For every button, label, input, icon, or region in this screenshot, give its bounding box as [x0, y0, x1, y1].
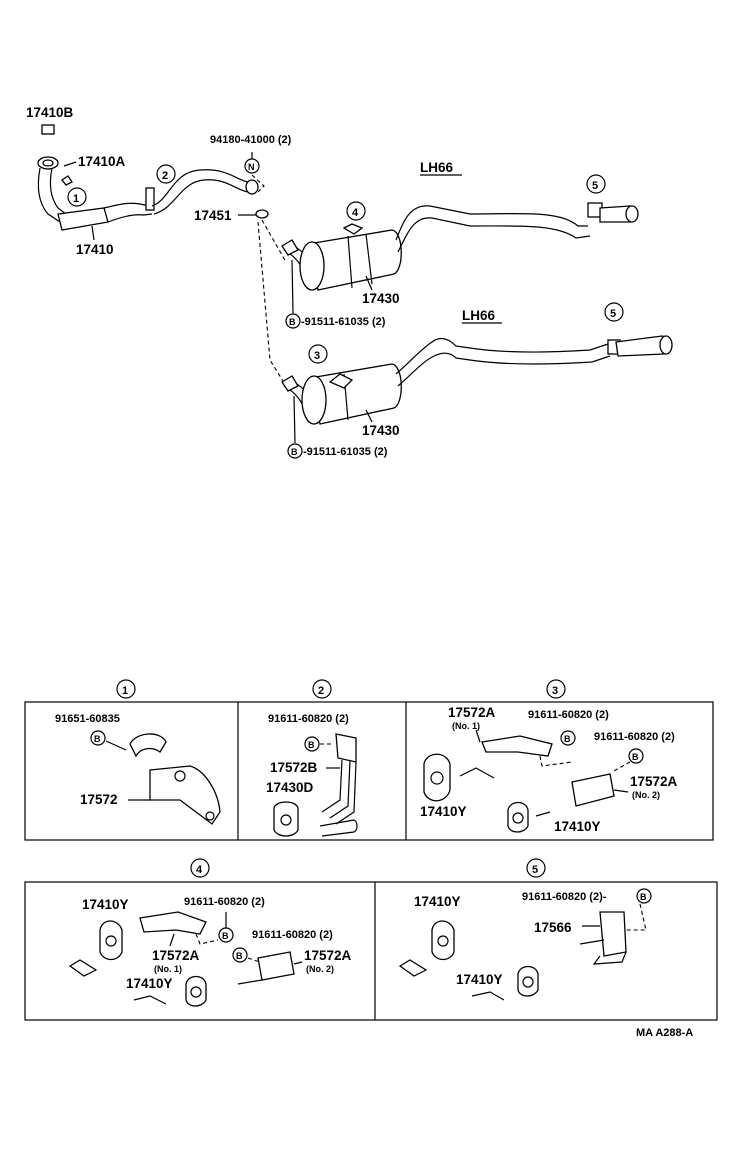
d2-cushion [273, 801, 299, 837]
detail-1-bolt-symbol: B [94, 734, 101, 744]
upper-tail-pipe [281, 202, 639, 291]
d2-plate [335, 733, 357, 763]
detail-1-bracket: 17572 [80, 792, 118, 807]
detail-4-bolt-symbol-2: B [236, 951, 243, 961]
label-17451: 17451 [194, 208, 232, 223]
d1-clamp [129, 733, 167, 758]
gasket [255, 209, 269, 219]
pre-muffler [57, 207, 109, 231]
d1-bracket [149, 765, 221, 825]
detail-4-hanger-1: 17410Y [82, 897, 129, 912]
label-17410a: 17410A [78, 154, 126, 169]
d5-bracket [599, 911, 627, 957]
callout-5: 5 [592, 180, 598, 192]
detail-4-hanger-2: 17410Y [126, 976, 173, 991]
callout-3: 3 [314, 350, 320, 362]
callout-2: 2 [162, 170, 168, 182]
variant-lower: LH66 [462, 308, 496, 323]
d4-bracket-no1 [139, 911, 207, 935]
detail-3-callout: 3 [552, 685, 558, 697]
d4-hanger-1 [99, 920, 123, 961]
detail-3-bracket-a2: 17572A [630, 774, 678, 789]
detail-5-callout: 5 [532, 864, 538, 876]
main-callouts: 1 2 4 5 3 5 [67, 164, 624, 364]
label-17410b: 17410B [26, 105, 74, 120]
d3-hanger-2 [507, 801, 529, 833]
detail-2: 2 91611-60820 (2) B 17572B 17430D [266, 679, 358, 837]
main-labels: 17410B 17410A 17410 94180-41000 (2) N 17… [26, 105, 502, 459]
callout-5b: 5 [610, 308, 616, 320]
detail-2-bolt: 91611-60820 (2) [268, 713, 349, 725]
cap-part [41, 124, 55, 135]
detail-1: 1 91651-60835 B 17572 [55, 679, 221, 825]
detail-4-bolt-1: 91611-60820 (2) [184, 896, 265, 908]
detail-2-bracket: 17572B [270, 760, 318, 775]
label-17430-lower: 17430 [362, 423, 400, 438]
d5-hanger-2 [517, 965, 539, 997]
detail-3-hanger-2: 17410Y [554, 819, 601, 834]
detail-3-bolt-symbol-2: B [632, 752, 639, 762]
detail-3-bolt-symbol-1: B [564, 734, 571, 744]
variant-upper: LH66 [420, 160, 454, 175]
d4-bracket-no2 [257, 951, 295, 981]
detail-5-bolt: 91611-60820 (2)- [522, 891, 607, 903]
detail-3-bolt-2: 91611-60820 (2) [594, 731, 675, 743]
detail-4-bolt-symbol-1: B [222, 931, 229, 941]
detail-5-hanger-2: 17410Y [456, 972, 503, 987]
label-bolt-b-upper: -91511-61035 (2) [301, 316, 386, 328]
detail-4-bracket-a-no: (No. 1) [154, 964, 182, 974]
flange-ring [37, 156, 59, 170]
label-17410: 17410 [76, 242, 114, 257]
detail-2-cushion: 17430D [266, 780, 314, 795]
detail-3-bracket-a2-no: (No. 2) [632, 790, 660, 800]
symbol-b-lower: B [291, 447, 298, 457]
detail-3-hanger-1: 17410Y [420, 804, 467, 819]
detail-3-bracket-a-no: (No. 1) [452, 721, 480, 731]
detail-5-bracket: 17566 [534, 920, 572, 935]
front-pipe-assembly [37, 124, 287, 387]
detail-panels-row2 [24, 881, 718, 1021]
d3-bracket-no2 [571, 773, 615, 807]
label-bolt-n: 94180-41000 (2) [210, 134, 292, 146]
d3-bracket-no1 [481, 735, 553, 757]
callout-1: 1 [73, 193, 79, 205]
detail-2-callout: 2 [318, 685, 324, 697]
lower-tail-pipe [281, 335, 673, 425]
detail-1-bolt: 91651-60835 [55, 713, 120, 725]
detail-5: 5 17410Y 91611-60820 (2)- B 17566 17410Y [398, 858, 652, 1001]
detail-5-hanger-1: 17410Y [414, 894, 461, 909]
muffler-upper [307, 229, 402, 291]
detail-4-bracket-a2: 17572A [304, 948, 352, 963]
detail-2-bolt-symbol: B [308, 740, 315, 750]
detail-4-bolt-2: 91611-60820 (2) [252, 929, 333, 941]
callout-4: 4 [352, 207, 359, 219]
d5-hanger-1 [431, 920, 455, 961]
label-17430-upper: 17430 [362, 291, 400, 306]
symbol-b-upper: B [289, 317, 296, 327]
label-bolt-b-lower: -91511-61035 (2) [303, 446, 388, 458]
d3-hanger-1 [423, 753, 451, 802]
detail-3-bolt-1: 91611-60820 (2) [528, 709, 609, 721]
detail-5-bolt-symbol: B [640, 892, 647, 902]
footer-code: MA A288-A [636, 1027, 693, 1039]
detail-4-bracket-a2-no: (No. 2) [306, 964, 334, 974]
symbol-n: N [248, 162, 255, 172]
detail-3: 3 17572A (No. 1) 91611-60820 (2) B 91611… [420, 679, 678, 834]
detail-panels-row1 [24, 701, 714, 841]
detail-1-callout: 1 [122, 685, 128, 697]
d4-hanger-2 [185, 975, 207, 1007]
detail-4: 4 17410Y 91611-60820 (2) B 17572A (No. 1… [68, 858, 352, 1007]
detail-3-bracket-a: 17572A [448, 705, 496, 720]
detail-4-bracket-a: 17572A [152, 948, 200, 963]
detail-4-callout: 4 [196, 864, 203, 876]
